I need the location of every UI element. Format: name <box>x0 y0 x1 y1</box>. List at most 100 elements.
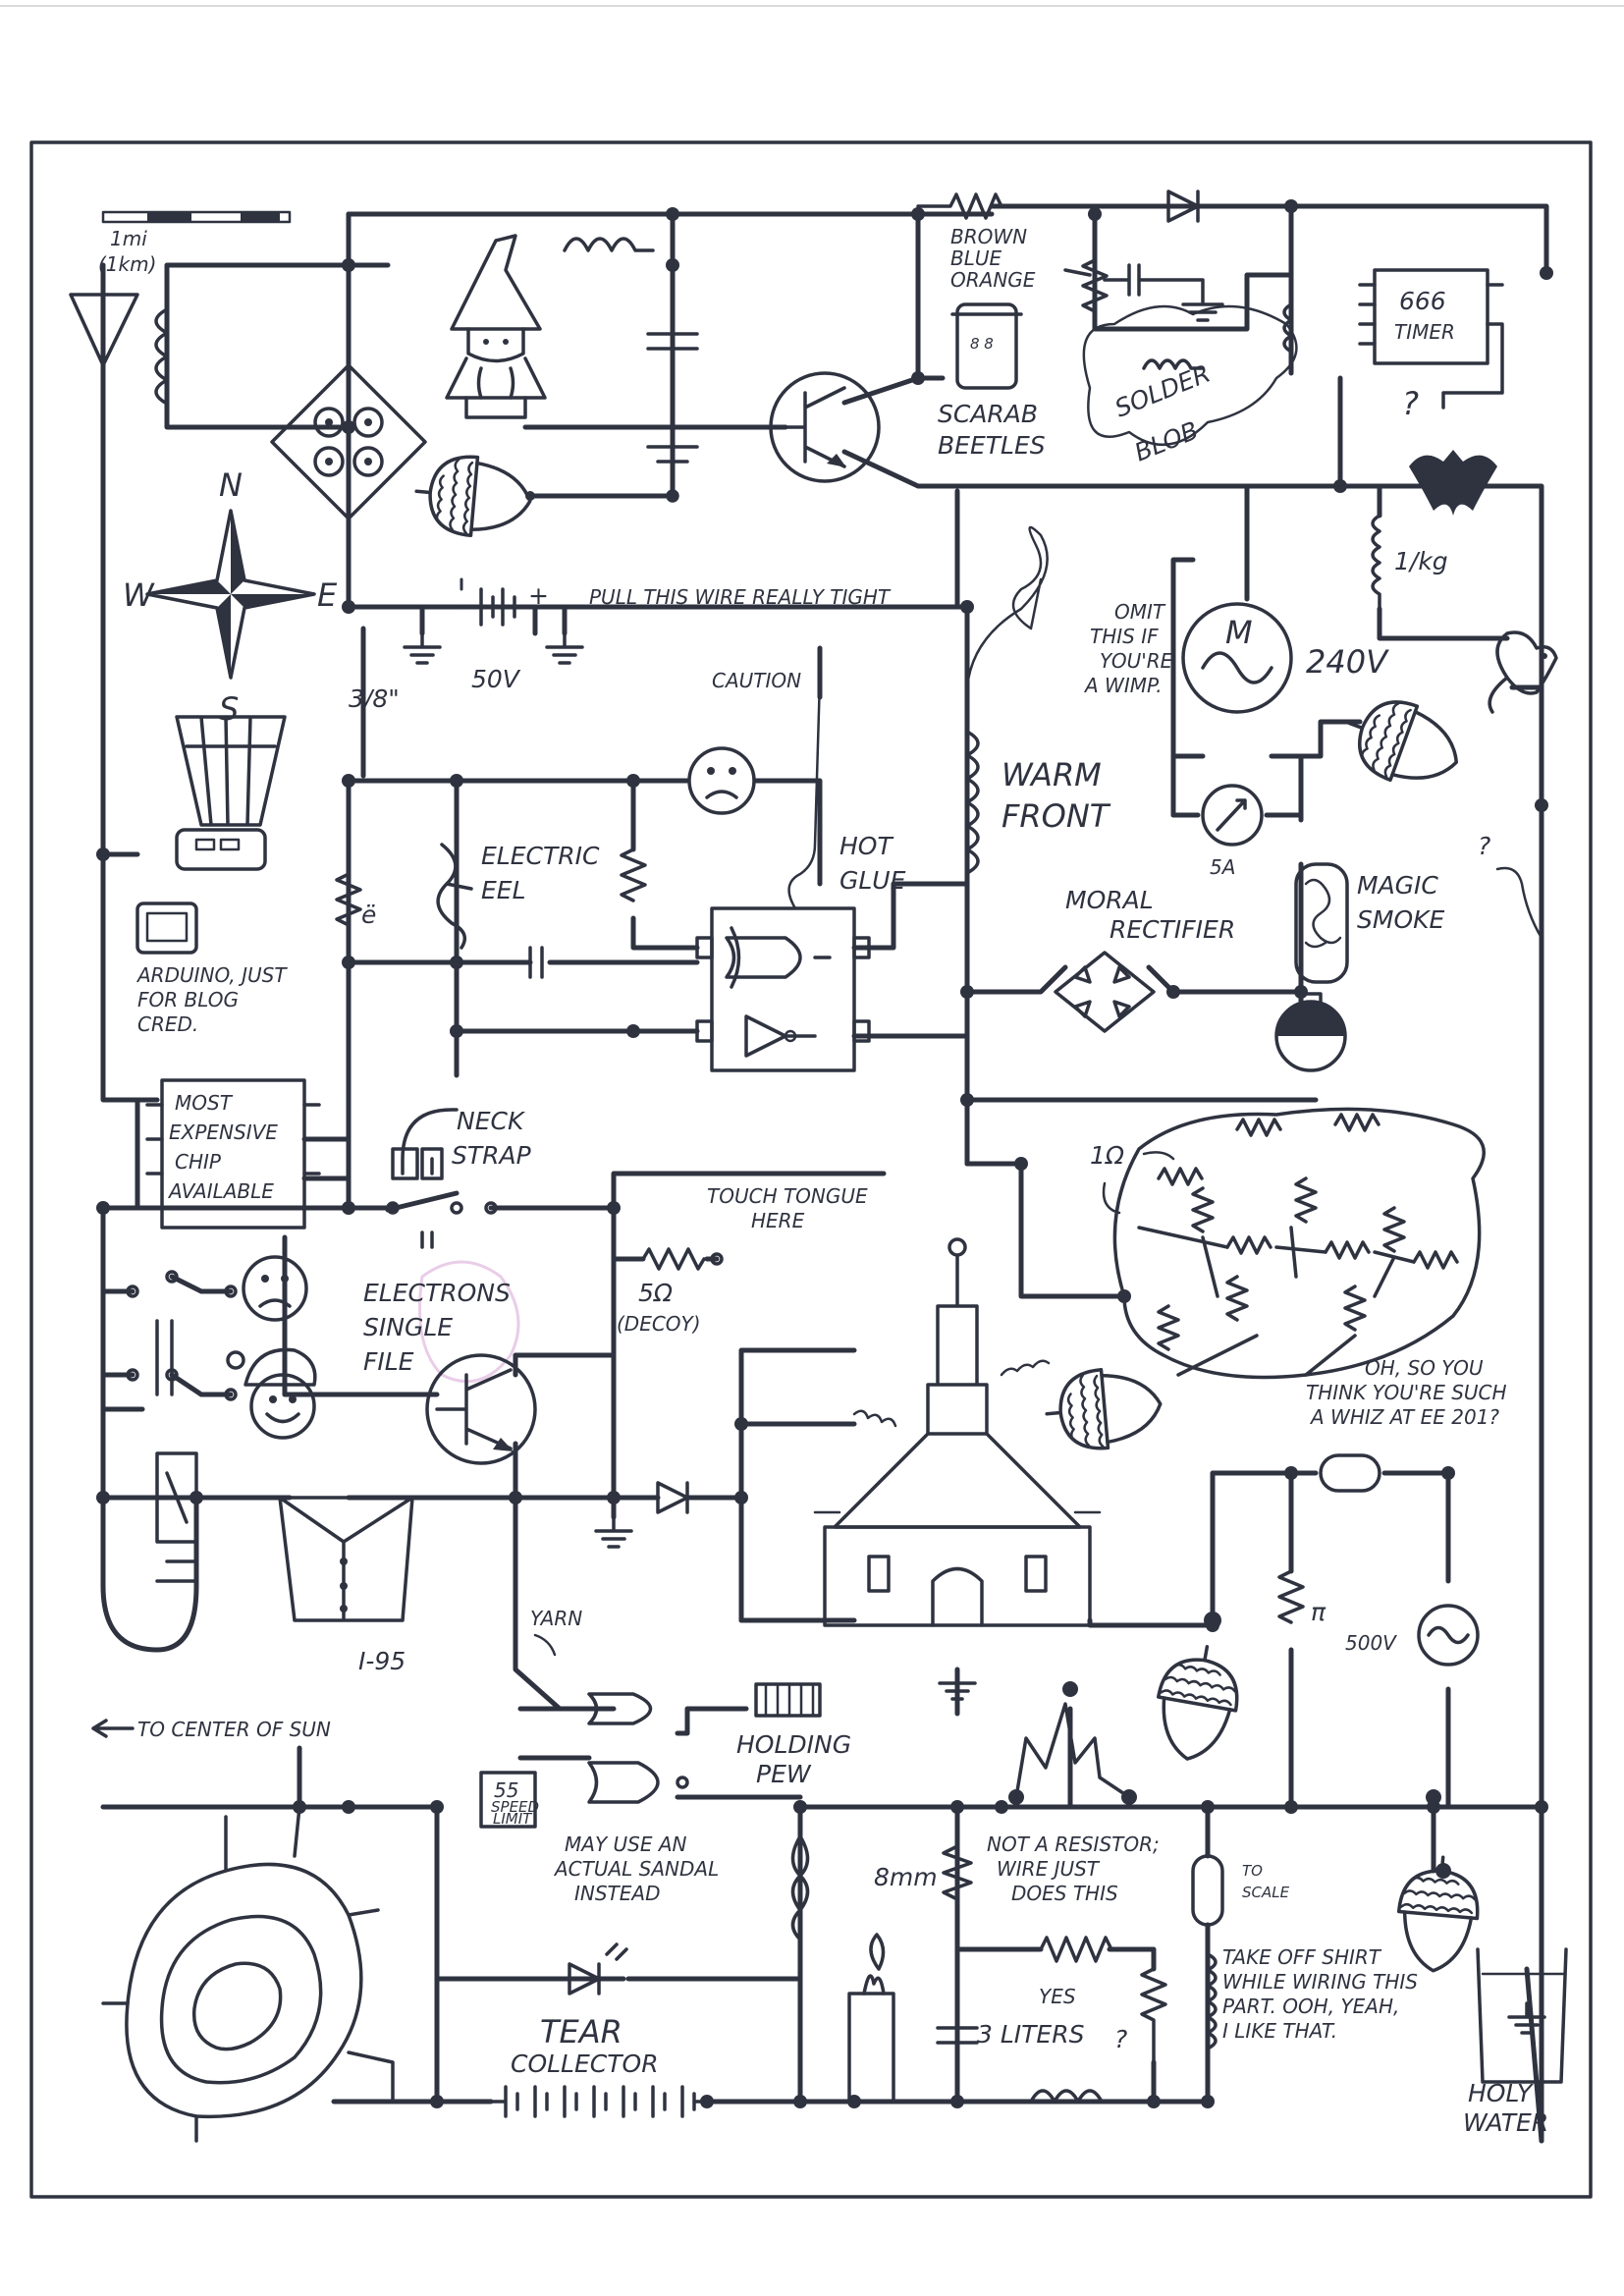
yarn-arrow <box>533 1633 557 1657</box>
label-blue: BLUE <box>950 246 1002 270</box>
label-moral: MORAL <box>1065 886 1154 914</box>
label-strap: STRAP <box>452 1141 532 1170</box>
scale-label-km: (1km) <box>98 252 156 276</box>
acorn-church-bottom <box>1147 1638 1248 1768</box>
label-file: FILE <box>363 1347 414 1376</box>
compass-s: S <box>219 690 239 728</box>
label-eel: EEL <box>481 876 526 904</box>
holy-water-beaker <box>1476 1947 1568 2084</box>
label-shirt-1: TAKE OFF SHIRT <box>1222 1945 1382 1969</box>
decoy-terminal <box>710 1252 724 1266</box>
labels: BROWN BLUE ORANGE SCARAB BEETLES SOLDER … <box>135 225 1548 2137</box>
label-rectifier: RECTIFIER <box>1110 915 1235 944</box>
label-sandal-1: MAY USE AN <box>565 1832 687 1856</box>
label-limit: LIMIT <box>493 1810 533 1828</box>
church-spring-right <box>1000 1359 1051 1377</box>
magic-smoke-tube <box>1294 862 1349 984</box>
scale-label-mi: 1mi <box>110 227 147 250</box>
lamp-tower-icon <box>175 715 287 871</box>
battery-series <box>489 2085 709 2118</box>
label-whiz-3: A WHIZ AT EE 201? <box>1309 1405 1499 1429</box>
label-5ohm: 5Ω <box>638 1279 673 1307</box>
label-blob: BLOB <box>1130 416 1202 467</box>
acorn-bottom-right <box>1391 1851 1485 1977</box>
label-single: SINGLE <box>363 1313 453 1341</box>
happy-face-icon <box>226 1347 317 1440</box>
label-front: FRONT <box>1001 797 1111 835</box>
compass-e: E <box>317 576 338 614</box>
i95-highway <box>155 1451 198 1583</box>
motor-m-label: M <box>1225 614 1253 651</box>
label-8mm: 8mm <box>874 1863 938 1891</box>
label-chip-1: MOST <box>175 1091 234 1115</box>
headphones-icon <box>391 1108 459 1180</box>
label-question-right: ? <box>1478 832 1490 860</box>
capacitor-eel <box>528 946 544 979</box>
label-pull-wire: PULL THIS WIRE REALLY TIGHT <box>589 585 892 609</box>
capacitor-3-liters <box>936 2026 979 2045</box>
transistor-bottom <box>425 1353 537 1465</box>
label-to: TO <box>1242 1862 1263 1880</box>
inductor-gnome <box>563 237 655 252</box>
label-hot: HOT <box>839 832 893 860</box>
label-orange: ORANGE <box>950 268 1036 292</box>
label-sandal-3: INSTEAD <box>574 1882 661 1905</box>
sad-face-2-icon <box>242 1255 308 1322</box>
label-50v: 50V <box>471 665 521 693</box>
arduino-icon <box>135 902 198 955</box>
label-tear: TEAR <box>540 2013 623 2050</box>
label-speed: SPEED <box>491 1798 539 1816</box>
capacitor-top <box>646 263 699 429</box>
label-240v: 240V <box>1306 643 1389 681</box>
label-brown: BROWN <box>950 225 1027 248</box>
timer-label-1: 666 <box>1399 287 1446 315</box>
label-per-kg: 1/kg <box>1394 547 1448 575</box>
diode-middle <box>656 1481 689 1514</box>
one-ohm-arrow <box>1102 1151 1175 1215</box>
timer-label-2: TIMER <box>1394 320 1455 344</box>
label-500v: 500V <box>1345 1631 1397 1655</box>
acorn-icon <box>410 450 536 543</box>
resistor-eel <box>620 847 647 902</box>
label-5a: 5A <box>1210 855 1235 879</box>
bat-icon <box>1409 450 1497 516</box>
spark-icon <box>1014 1702 1131 1799</box>
scale-bar: 1mi (1km) <box>98 210 292 276</box>
label-yarn: YARN <box>530 1607 582 1630</box>
inductor-shirt <box>1206 1952 1218 2050</box>
label-i95: I-95 <box>358 1647 406 1675</box>
label-collector: COLLECTOR <box>511 2050 659 2078</box>
inductor-bat <box>1371 514 1381 611</box>
label-beetles: BEETLES <box>938 431 1046 460</box>
label-shirt-2: WHILE WIRING THIS <box>1222 1970 1418 1994</box>
label-water: WATER <box>1463 2108 1548 2137</box>
inductor-left <box>154 307 169 406</box>
page-border <box>29 140 1593 2199</box>
moral-rectifier <box>1054 951 1156 1033</box>
label-sandal-2: ACTUAL SANDAL <box>553 1857 719 1881</box>
label-magic: MAGIC <box>1357 871 1438 900</box>
switch-face-2 <box>126 1319 238 1401</box>
label-chip-4: AVAILABLE <box>167 1179 274 1203</box>
label-not-resistor-1: NOT A RESISTOR; <box>987 1832 1160 1856</box>
squirrel-icon <box>1488 630 1558 714</box>
compass-n: N <box>219 466 243 504</box>
label-arduino-3: CRED. <box>137 1012 198 1036</box>
label-three-eighths: 3/8" <box>349 684 400 713</box>
label-electrons: ELECTRONS <box>363 1279 511 1307</box>
label-neck: NECK <box>457 1107 526 1135</box>
label-chip-3: CHIP <box>175 1150 222 1174</box>
nand-gate-2 <box>587 1761 689 1804</box>
expensive-chip <box>145 1078 321 1230</box>
label-omit-2: THIS IF <box>1090 625 1159 648</box>
logic-gate-box <box>695 676 871 1072</box>
battery-50v <box>460 577 537 627</box>
label-scale: SCALE <box>1242 1884 1290 1901</box>
label-question-bottom: ? <box>1114 2025 1127 2053</box>
inductor-bottom <box>1029 2089 1104 2104</box>
label-caution: CAUTION <box>712 669 801 692</box>
label-electric: ELECTRIC <box>481 842 600 870</box>
label-here: HERE <box>751 1209 805 1232</box>
label-pi: π <box>1311 1598 1326 1626</box>
label-shirt-4: I LIKE THAT. <box>1222 2019 1337 2043</box>
